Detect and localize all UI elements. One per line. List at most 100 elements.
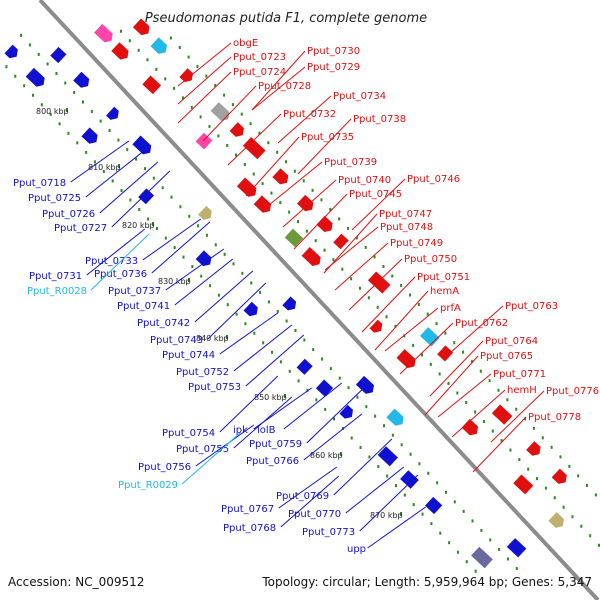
track-dot [430, 522, 433, 526]
gene-label: Pput_0731 [29, 271, 82, 282]
gene-block [419, 327, 440, 347]
track-dot [267, 300, 270, 304]
scale-tick-label: 870 kbp [370, 511, 403, 520]
gene-label: Pput_0755 [176, 444, 229, 455]
gene-label: Pput_0765 [480, 351, 533, 362]
callout-line [194, 270, 254, 323]
track-dot [536, 477, 539, 481]
callout-line [283, 382, 343, 430]
track-dot [111, 179, 114, 183]
gene-block [138, 188, 155, 205]
gene-arrow [25, 67, 45, 87]
track-dot [435, 322, 438, 326]
gene-label: ipk [233, 425, 248, 436]
gene-arrow [132, 135, 152, 155]
track-dot [358, 286, 361, 290]
track-dot [187, 55, 190, 59]
gene-block [315, 379, 334, 397]
gene-label: Pput_0771 [493, 369, 546, 380]
track-dot [76, 141, 79, 145]
track-dot [524, 417, 527, 421]
track-dot [271, 350, 274, 354]
track-dot [359, 445, 362, 449]
gene-block [367, 271, 391, 294]
gene-block [242, 137, 266, 160]
track-dot [385, 315, 388, 319]
track-dot [223, 252, 226, 256]
gene-label: Pput_0748 [380, 222, 433, 233]
callout-line [451, 389, 506, 438]
gene-label: Pput_0750 [404, 254, 457, 265]
track-dot [297, 220, 300, 224]
track-dot [568, 464, 571, 468]
gene-arrow [526, 441, 541, 456]
track-dot [439, 531, 442, 535]
gene-label: Pput_0768 [223, 523, 276, 534]
gene-label: Pput_0735 [301, 132, 354, 143]
gene-label: hemH [507, 385, 537, 396]
scale-tick [400, 512, 402, 516]
gene-label: Pput_0759 [249, 439, 302, 450]
gene-block [491, 404, 513, 425]
track-dot [205, 233, 208, 237]
track-dot [453, 341, 456, 345]
gene-arrow [243, 301, 258, 317]
gene-block [513, 474, 534, 495]
gene-label: upp [347, 544, 366, 555]
track-dot [173, 246, 176, 250]
track-dot [571, 515, 574, 519]
track-dot [417, 303, 420, 307]
track-dot [297, 379, 300, 383]
gene-block [50, 46, 67, 64]
gene-arrow [548, 512, 564, 528]
track-dot [421, 512, 424, 516]
gene-label: Pput_0732 [283, 109, 336, 120]
track-dot [152, 176, 155, 180]
track-dot [320, 198, 323, 202]
gene-block [471, 546, 493, 569]
track-dot [474, 569, 477, 573]
track-dot [164, 236, 167, 240]
gene-arrow [179, 68, 193, 83]
gene-label: Pput_0733 [85, 256, 138, 267]
track-dot [323, 248, 326, 252]
track-dot [250, 281, 253, 285]
callout-line [251, 50, 306, 111]
track-dot [400, 443, 403, 447]
track-dot [594, 493, 597, 497]
track-dot [119, 29, 122, 33]
track-dot [226, 303, 229, 307]
track-dot [332, 258, 335, 262]
callout-line [177, 42, 232, 87]
track-dot [518, 458, 521, 462]
track-dot [49, 112, 52, 116]
track-dot [347, 226, 350, 230]
track-dot [90, 110, 93, 114]
track-dot [293, 169, 296, 173]
gene-block [284, 228, 304, 247]
callout-line [151, 221, 211, 274]
track-dot [93, 160, 96, 164]
track-dot [438, 372, 441, 376]
track-dot [333, 417, 336, 421]
gene-label: Pput_0745 [349, 189, 402, 200]
gene-arrow [301, 247, 321, 266]
callout-line [437, 373, 492, 418]
track-dot [412, 503, 415, 507]
track-dot [178, 46, 181, 50]
track-dot [200, 274, 203, 278]
gene-label: lolB [257, 425, 276, 436]
scale-tick-label: 820 kbp [122, 221, 155, 230]
gene-label: Pput_0747 [379, 209, 432, 220]
track-dot [338, 376, 341, 380]
track-dot [126, 148, 129, 152]
track-dot [73, 91, 76, 95]
callout-line [177, 56, 232, 105]
gene-arrow [316, 215, 333, 233]
track-dot [382, 264, 385, 268]
track-dot [252, 172, 255, 176]
track-dot [489, 538, 492, 542]
track-dot [453, 500, 456, 504]
track-dot [471, 519, 474, 523]
